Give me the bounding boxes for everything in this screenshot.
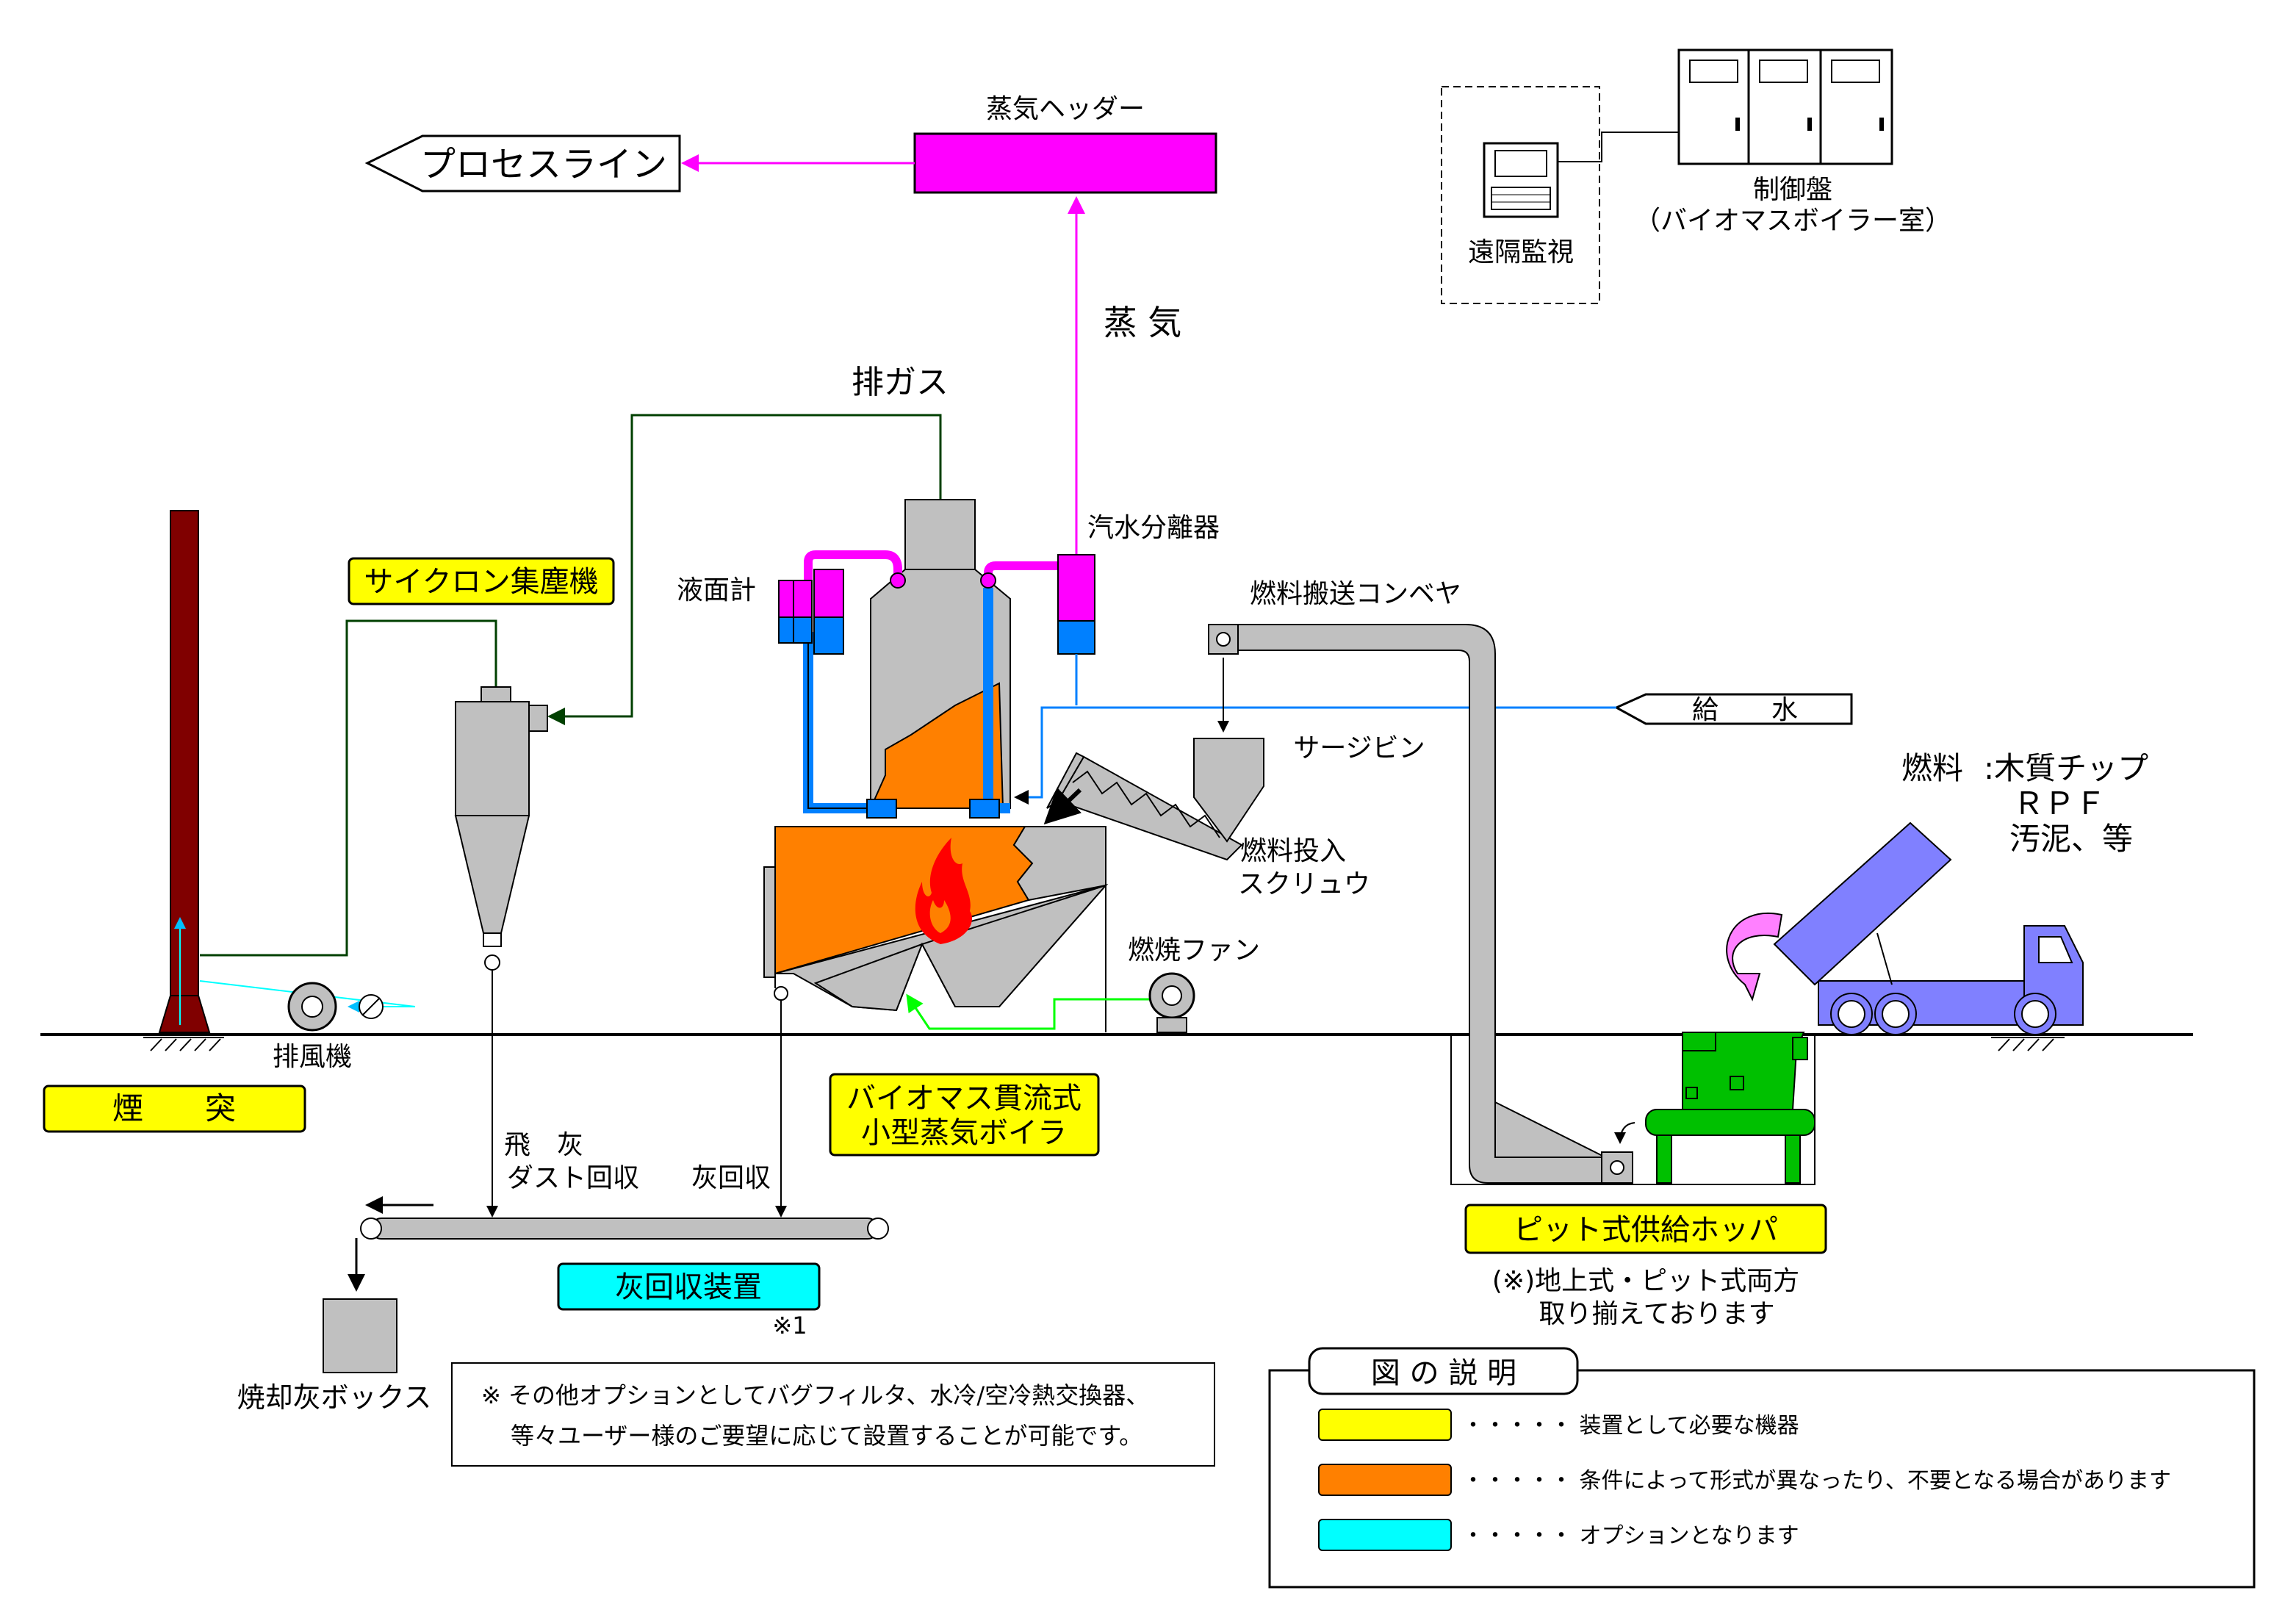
fuel-screw-sublabel: スクリュウ xyxy=(1238,869,1370,899)
pit-note-line2: 取り揃えております xyxy=(1539,1299,1774,1329)
boiler-shell xyxy=(869,499,1011,809)
pit-hopper-label: ピット式供給ホッパ xyxy=(1514,1213,1778,1247)
flame-icon xyxy=(915,838,973,944)
combustion-air-line xyxy=(906,993,1150,1030)
cyclone-label-box xyxy=(348,557,615,605)
surge-bin-label: サージビン xyxy=(1293,733,1425,763)
steam-separator-label: 汽水分離器 xyxy=(1087,513,1220,543)
chimney-label-box xyxy=(43,1085,306,1133)
pit-hopper-label-box xyxy=(1464,1204,1827,1254)
boiler-sublabel: 小型蒸気ボイラ xyxy=(861,1116,1067,1150)
chimney-ground-hatch xyxy=(143,1037,224,1051)
surge-bin xyxy=(1193,738,1264,843)
ash-device-label-box xyxy=(557,1262,821,1311)
control-panel xyxy=(1677,48,1893,165)
legend-swatch-conditional xyxy=(1318,1464,1452,1496)
feed-water-label: 給 水 xyxy=(1692,695,1798,725)
pit-note-line1: (※)地上式・ピット式両方 xyxy=(1492,1266,1799,1296)
feed-water-line xyxy=(1021,706,1616,799)
dump-truck xyxy=(1773,821,2084,1035)
control-panel-sublabel: （バイオマスボイラー室） xyxy=(1634,206,1951,236)
dust-recovery-label: ダスト回収 xyxy=(507,1163,639,1193)
fly-ash-label: 飛 灰 xyxy=(504,1130,583,1160)
steam-header xyxy=(913,132,1217,194)
legend-text-required: ・・・・・ 装置として必要な機器 xyxy=(1462,1413,1799,1439)
level-gauge-label: 液面計 xyxy=(677,575,756,605)
legend-text-option: ・・・・・ オプションとなります xyxy=(1462,1523,1799,1549)
fuel-item-sludge: 汚泥、等 xyxy=(2009,821,2133,857)
boiler-label-box xyxy=(829,1073,1100,1157)
cyclone-collector xyxy=(454,686,548,971)
pit-outline xyxy=(1450,1035,1815,1185)
process-line-label: プロセスライン xyxy=(420,144,667,185)
ash-recovery-label: 灰回収 xyxy=(691,1163,771,1193)
exhaust-gas-line xyxy=(547,414,942,725)
option-note-box xyxy=(451,1362,1215,1467)
legend-title: 図 の 説 明 xyxy=(1371,1356,1516,1390)
fuel-conveyor-label: 燃料搬送コンベヤ xyxy=(1250,579,1461,609)
remote-monitor-label: 遠隔監視 xyxy=(1468,237,1574,267)
fuel-conveyor xyxy=(1208,624,1606,1184)
ash-device-label: 灰回収装置 xyxy=(615,1270,762,1304)
truck-ground-hatch xyxy=(1991,1037,2065,1051)
legend-swatch-required xyxy=(1318,1409,1452,1441)
fuel-screw-label: 燃料投入 xyxy=(1240,836,1346,866)
combustion-fan xyxy=(1148,972,1195,1033)
fuel-item-wood-chips: :木質チップ xyxy=(1984,750,2148,786)
note-mark: ※1 xyxy=(772,1312,807,1339)
steam-separator xyxy=(1057,554,1095,655)
pit-hopper xyxy=(1645,1032,1815,1184)
cyclone-to-chimney-line xyxy=(200,619,497,957)
fuel-label: 燃料 xyxy=(1901,750,1963,786)
steam-label: 蒸 気 xyxy=(1104,303,1182,342)
ash-box xyxy=(323,1298,397,1373)
steam-header-label: 蒸気ヘッダー xyxy=(986,94,1145,124)
option-note-line2: 等々ユーザー様のご要望に応じて設置することが可能です。 xyxy=(511,1422,1142,1450)
ash-conveyor xyxy=(360,1218,889,1240)
control-panel-label: 制御盤 xyxy=(1753,175,1832,205)
cyclone-label: サイクロン集塵機 xyxy=(364,565,598,599)
ash-box-label: 焼却灰ボックス xyxy=(237,1381,432,1414)
furnace xyxy=(763,826,1109,1012)
legend-text-conditional: ・・・・・ 条件によって形式が異なったり、不要となる場合があります xyxy=(1462,1468,2171,1494)
process-line-box xyxy=(364,134,681,193)
exhaust-fan xyxy=(287,982,384,1032)
legend-swatch-option xyxy=(1318,1519,1452,1551)
fuel-item-rpf: ＲＰＦ xyxy=(2013,785,2106,821)
combustion-fan-label: 燃焼ファン xyxy=(1128,935,1260,965)
separator-steam-pipe xyxy=(984,561,1062,588)
exhaust-fan-label: 排風機 xyxy=(273,1042,352,1072)
legend: 図 の 説 明 ・・・・・ 装置として必要な機器 ・・・・・ 条件によって形式が… xyxy=(1268,1347,2256,1589)
boiler-label: バイオマス貫流式 xyxy=(846,1082,1082,1115)
exhaust-gas-label: 排ガス xyxy=(852,364,949,401)
option-note-line1: ※ その他オプションとしてバグフィルタ、水冷/空冷熱交換器、 xyxy=(481,1381,1149,1409)
level-gauge xyxy=(778,569,844,655)
dump-arrow-icon xyxy=(1726,913,1783,1001)
level-gauge-steam-pipe xyxy=(804,550,902,580)
chimney xyxy=(170,510,199,996)
chimney-label: 煙 突 xyxy=(112,1090,236,1126)
feed-water-box xyxy=(1613,693,1853,725)
